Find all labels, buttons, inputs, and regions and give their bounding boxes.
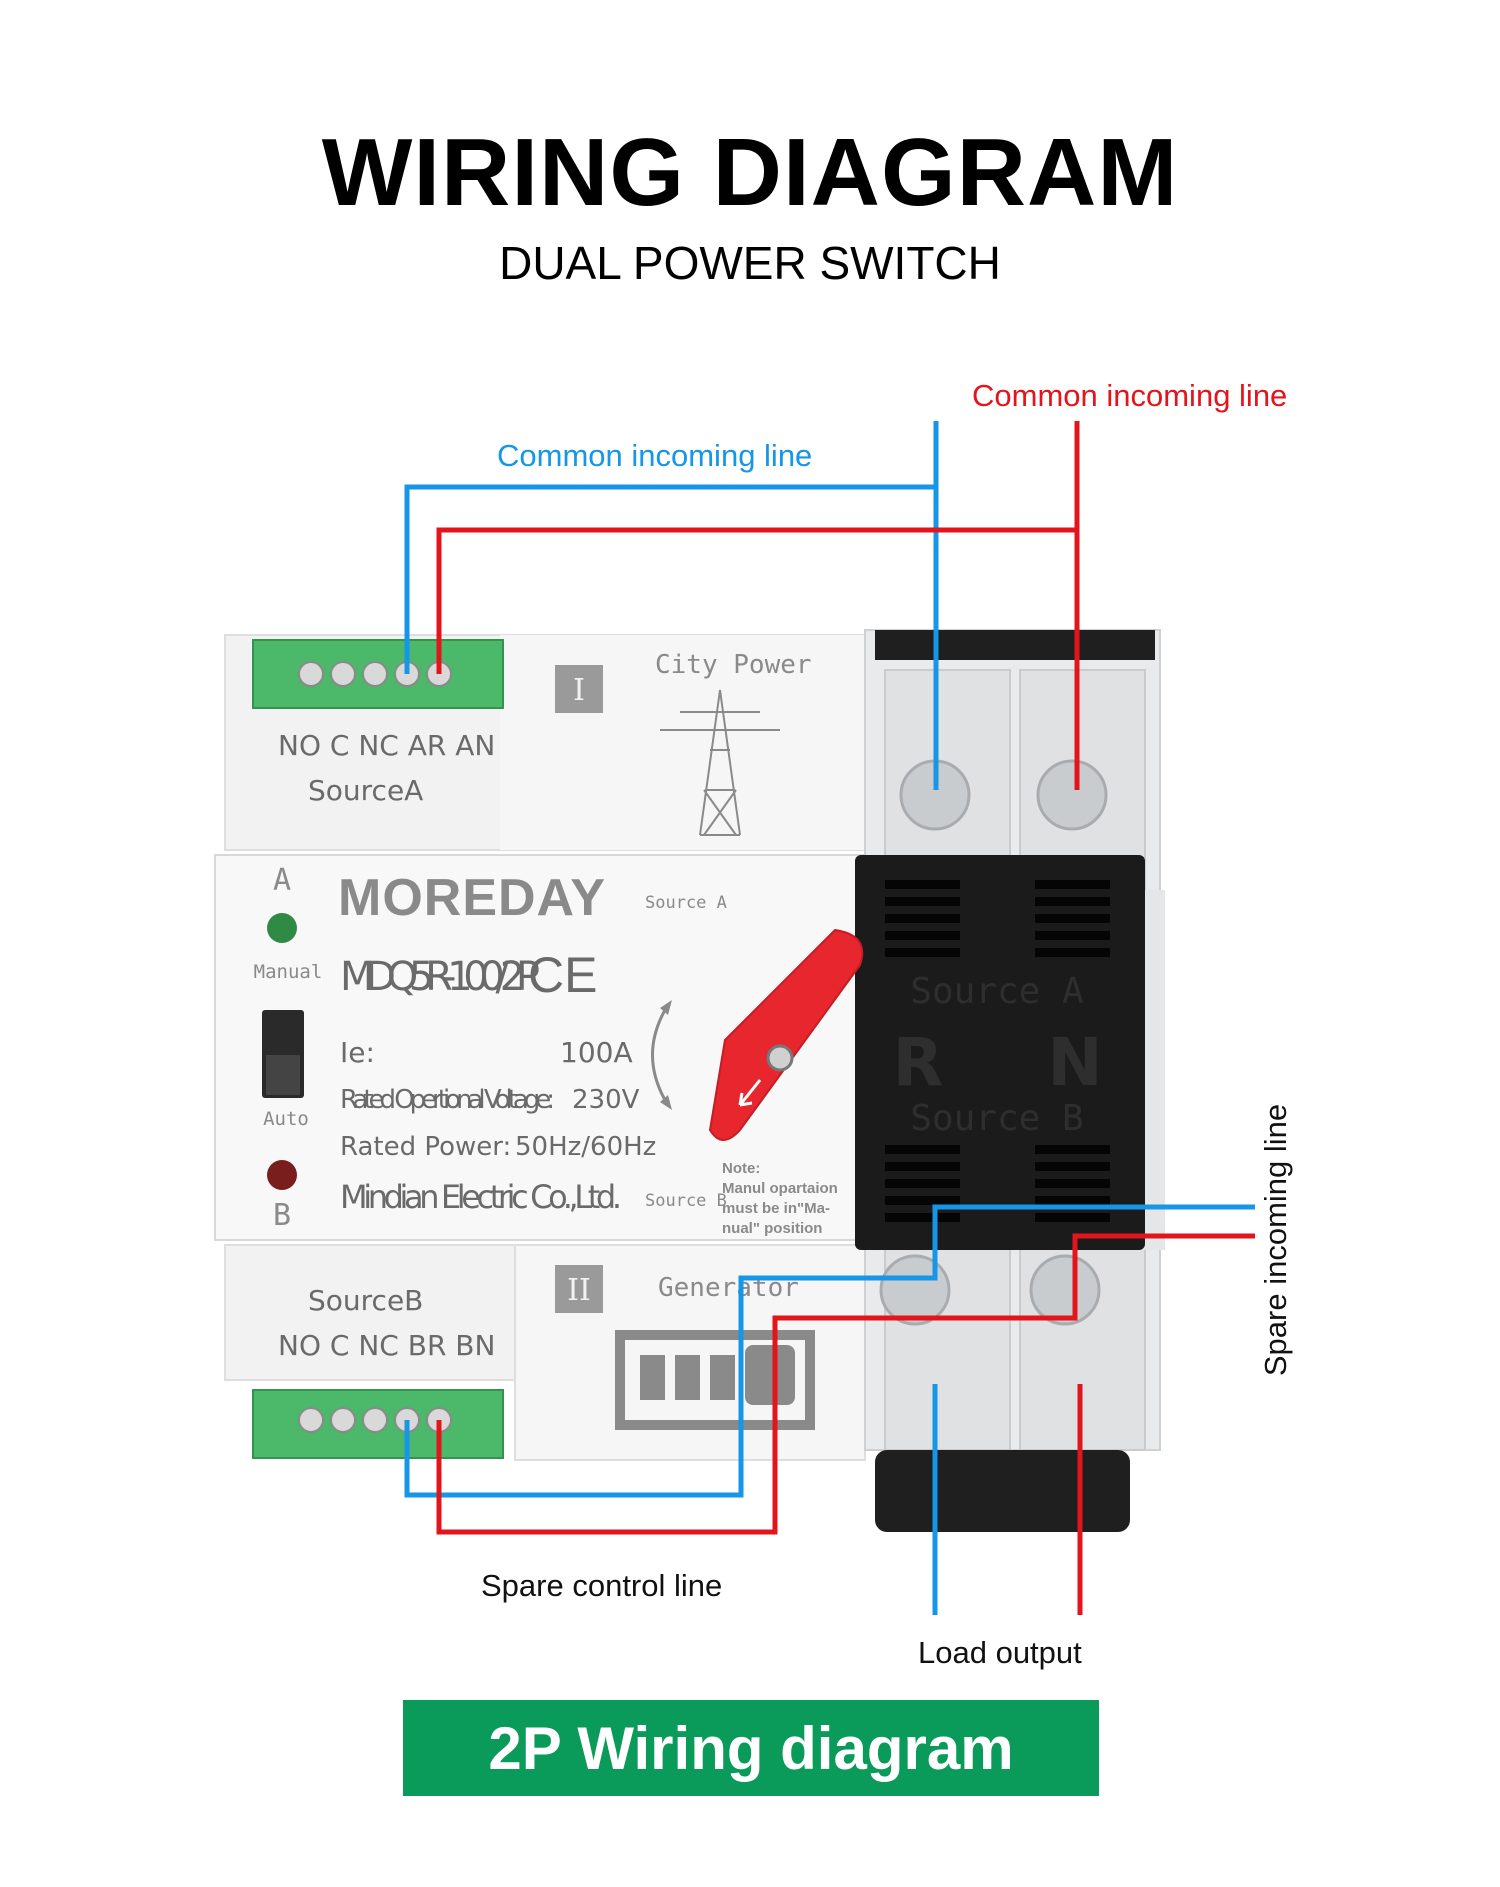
handle-arrow-icon (738, 1079, 762, 1107)
source-a-small-label: Source A (645, 893, 727, 913)
dual-power-switch-device: Source A Source B R N NO (214, 629, 1165, 1532)
manufacturer-label: Mindian Electric Co.,Ltd. (340, 1178, 622, 1216)
brand-logo: MOREDAY (338, 869, 606, 927)
breaker-source-a-label: Source A (910, 971, 1084, 1012)
note-line-2: must be in"Ma- (722, 1200, 830, 1217)
spare-incoming-label: Spare incoming line (1258, 1103, 1293, 1377)
voltage-value: 230V (572, 1085, 640, 1115)
terminal-block-source-a (252, 639, 504, 709)
pole-r-label: R (893, 1024, 944, 1101)
indicator-a-led (267, 913, 297, 943)
ce-mark: CE (528, 947, 597, 1003)
wire-spare-incoming-red (436, 1233, 1255, 1535)
source-a-label: SourceA (308, 774, 423, 807)
source-b-terminals-label: NO C NC BR BN (278, 1329, 495, 1362)
city-power-label: City Power (655, 650, 812, 680)
vent-slots (885, 880, 1110, 1222)
source-a-terminals-label: NO C NC AR AN (278, 729, 495, 762)
source-b-small-label: Source B (645, 1191, 727, 1211)
indicator-b-label: B (273, 1198, 291, 1233)
ie-label: Ie: (340, 1036, 375, 1069)
wire-common-incoming-red-control (436, 527, 1077, 674)
wire-common-incoming-blue-control (404, 484, 936, 674)
spare-control-label: Spare control line (481, 1568, 723, 1603)
load-output-label: Load output (918, 1635, 1082, 1670)
terminal-block-source-b (252, 1389, 504, 1459)
screw-bottom-n (1029, 1254, 1101, 1326)
wire-spare-incoming-blue (404, 1204, 1255, 1498)
power-tower-icon (660, 689, 780, 836)
section-one-label: I (573, 673, 585, 708)
screw-bottom-r (879, 1254, 951, 1326)
banner-2p-wiring-diagram: 2P Wiring diagram (403, 1700, 1099, 1796)
note-line-1: Manul opartaion (722, 1180, 838, 1197)
power-value: 50Hz/60Hz (515, 1132, 656, 1162)
indicator-b-led (267, 1160, 297, 1190)
section-two-box (555, 1265, 603, 1313)
handle-pivot-icon (766, 1044, 794, 1072)
source-selector-handle[interactable] (708, 928, 864, 1141)
pole-n-label: N (1047, 1024, 1102, 1101)
section-two-label: II (567, 1273, 591, 1308)
switch-knob[interactable] (266, 1055, 300, 1095)
model-label: MDQ5R-100/2P (340, 954, 540, 1000)
screw-top-n (1036, 759, 1108, 831)
breaker-source-b-label: Source B (910, 1098, 1083, 1139)
common-incoming-blue-label: Common incoming line (497, 438, 813, 473)
rotation-arrow-icon (651, 1009, 667, 1101)
auto-label: Auto (263, 1108, 309, 1130)
note-title: Note: (722, 1160, 760, 1177)
section-one-box (555, 665, 603, 713)
page-subtitle: DUAL POWER SWITCH (499, 237, 1001, 289)
indicator-a-label: A (273, 863, 291, 898)
common-incoming-red-label: Common incoming line (972, 378, 1288, 413)
generator-icon (615, 1330, 815, 1430)
breaker-top-cap (875, 630, 1155, 660)
wiring (404, 421, 1255, 1615)
note-line-3: nual" position (722, 1220, 822, 1237)
breaker-bottom-cap (875, 1450, 1130, 1532)
voltage-label: Rated Opertional Voltage: (340, 1085, 555, 1115)
manual-label: Manual (254, 961, 323, 983)
ie-value: 100A (560, 1036, 633, 1069)
power-label: Rated Power: (340, 1132, 511, 1162)
source-b-label: SourceB (308, 1284, 423, 1317)
page-title: WIRING DIAGRAM (321, 119, 1179, 226)
